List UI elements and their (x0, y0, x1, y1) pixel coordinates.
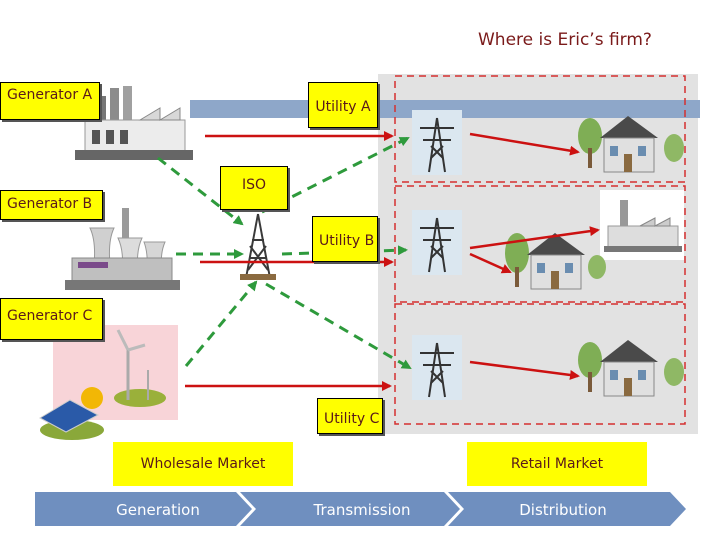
info-arrow-utility-b (281, 245, 408, 256)
label-wholesale-market: Wholesale Market (113, 442, 293, 486)
stage-label-generation: Generation (116, 501, 200, 519)
info-flow-arrows (157, 136, 412, 370)
territory-b (394, 185, 686, 303)
territory-a (394, 75, 686, 183)
renewables-icon (38, 325, 178, 440)
info-arrow-gen-c (184, 280, 258, 367)
territory-c (394, 303, 686, 425)
house-icons (505, 116, 684, 397)
retail-arrow-a (469, 132, 580, 156)
label-utility-c: Utility C (317, 398, 383, 434)
power-flow-arrows (185, 131, 600, 391)
info-arrow-utility-a (261, 136, 410, 214)
label-generator-b: Generator B (0, 190, 103, 220)
label-retail-market: Retail Market (467, 442, 647, 486)
label-generator-c: Generator C (0, 298, 103, 340)
label-generator-a: Generator A (0, 82, 100, 120)
retail-arrow-c (469, 360, 580, 380)
value-chain-bar: Generation Transmission Distribution (35, 492, 686, 526)
label-utility-a: Utility A (308, 82, 378, 128)
stage-distribution (448, 492, 686, 526)
label-iso: ISO (220, 166, 288, 210)
retail-arrow-b1 (469, 226, 600, 250)
utility-territories (394, 75, 686, 425)
transmission-tower-icons (412, 110, 462, 400)
iso-tower-icon (240, 213, 276, 280)
retail-arrow-b2 (469, 252, 512, 274)
factory-icon (75, 86, 193, 160)
label-utility-b: Utility B (312, 216, 378, 262)
page-title: Where is Eric’s firm? (478, 30, 652, 50)
stage-transmission (240, 492, 460, 526)
stage-label-transmission: Transmission (313, 501, 411, 519)
info-arrow-gen-a (157, 156, 244, 226)
power-plant-icon (65, 208, 180, 290)
info-arrow-utility-c (265, 282, 412, 370)
stage-label-distribution: Distribution (519, 501, 607, 519)
stage-generation (35, 492, 252, 526)
